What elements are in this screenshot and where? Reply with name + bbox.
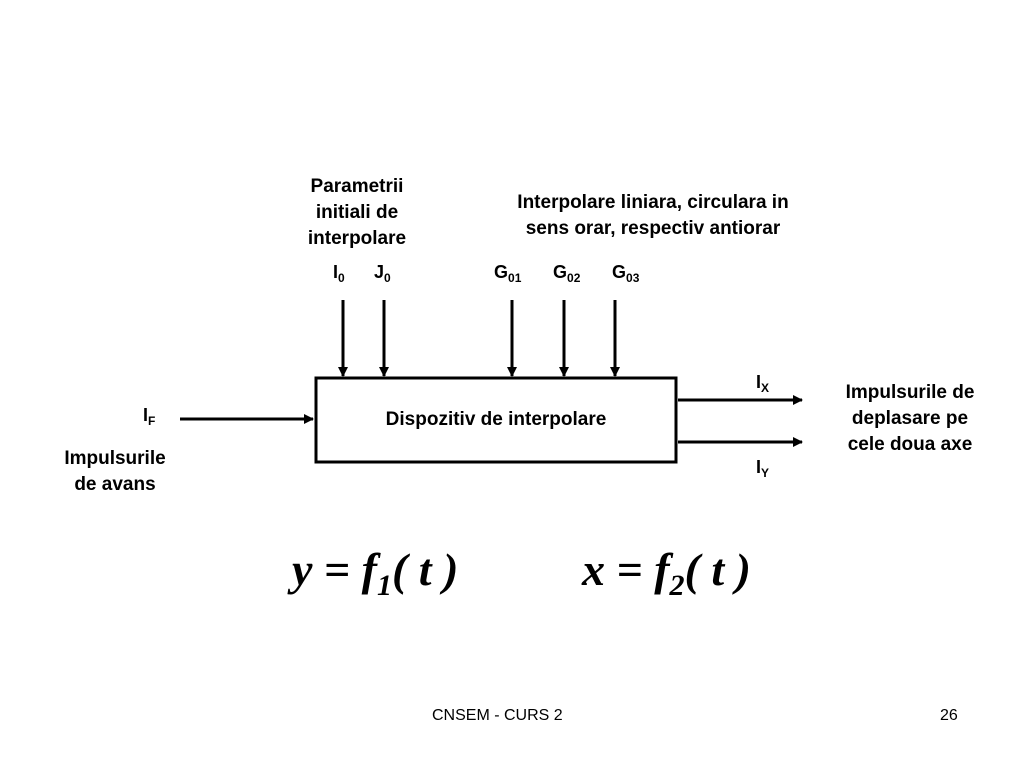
- signal-base: G: [553, 262, 568, 282]
- formula-y: y = f1( t ): [292, 540, 458, 616]
- signal-g03: G03: [612, 262, 639, 288]
- label-line: interpolare: [307, 228, 407, 249]
- signal-base: I: [333, 262, 339, 282]
- signal-iy: IY: [756, 457, 769, 483]
- label-line: Impulsurile de: [845, 382, 975, 403]
- signal-base: I: [143, 405, 149, 425]
- formula-eq: =: [323, 544, 351, 595]
- formula-arg: ( t ): [684, 544, 751, 595]
- formula-arg: ( t ): [391, 544, 459, 595]
- signal-g01: G01: [494, 262, 521, 288]
- label-line: sens orar, respectiv antiorar: [525, 218, 781, 239]
- formula-sub: 2: [669, 569, 685, 602]
- label-line: Parametrii: [310, 176, 404, 197]
- label-line: de avans: [74, 474, 156, 495]
- signal-sub: 02: [567, 271, 581, 285]
- signal-sub: 0: [384, 271, 391, 285]
- signal-sub: Y: [761, 466, 770, 480]
- formula-lhs: y: [292, 544, 313, 595]
- signal-sub: X: [761, 381, 770, 395]
- signal-sub: 03: [626, 271, 640, 285]
- interpolator-block: [314, 376, 678, 464]
- signal-g02: G02: [553, 262, 580, 288]
- label-line: cele doua axe: [847, 434, 973, 455]
- label-line: Interpolare liniara, circulara in: [517, 192, 789, 213]
- initial-params-label: Parametrii initiali de interpolare: [286, 174, 428, 252]
- signal-base: G: [612, 262, 627, 282]
- signal-base: G: [494, 262, 509, 282]
- signal-base: J: [374, 262, 385, 282]
- feed-pulses-label: Impulsurile de avans: [40, 446, 190, 498]
- label-line: initiali de: [315, 202, 399, 223]
- footer-course: CNSEM - CURS 2: [432, 707, 563, 724]
- signal-j0: J0: [374, 262, 391, 288]
- label-line: deplasare pe: [851, 408, 969, 429]
- formula-f: f: [654, 544, 670, 595]
- output-pulses-label: Impulsurile de deplasare pe cele doua ax…: [822, 380, 998, 458]
- label-line: Impulsurile: [64, 448, 166, 469]
- signal-if: IF: [143, 405, 155, 431]
- formula-f: f: [361, 544, 377, 595]
- formula-sub: 1: [376, 569, 392, 602]
- signal-sub: 0: [338, 271, 345, 285]
- formula-lhs: x: [582, 544, 605, 595]
- interpolation-type-label: Interpolare liniara, circulara in sens o…: [478, 190, 828, 242]
- footer-page-number: 26: [940, 707, 958, 724]
- signal-i0: I0: [333, 262, 345, 288]
- formula-x: x = f2( t ): [582, 540, 751, 616]
- interpolator-label: Dispozitiv de interpolare: [385, 409, 607, 430]
- signal-base: I: [756, 457, 762, 477]
- signal-base: I: [756, 372, 762, 392]
- signal-sub: 01: [508, 271, 522, 285]
- formula-eq: =: [616, 544, 643, 595]
- signal-sub: F: [148, 414, 156, 428]
- signal-ix: IX: [756, 372, 769, 398]
